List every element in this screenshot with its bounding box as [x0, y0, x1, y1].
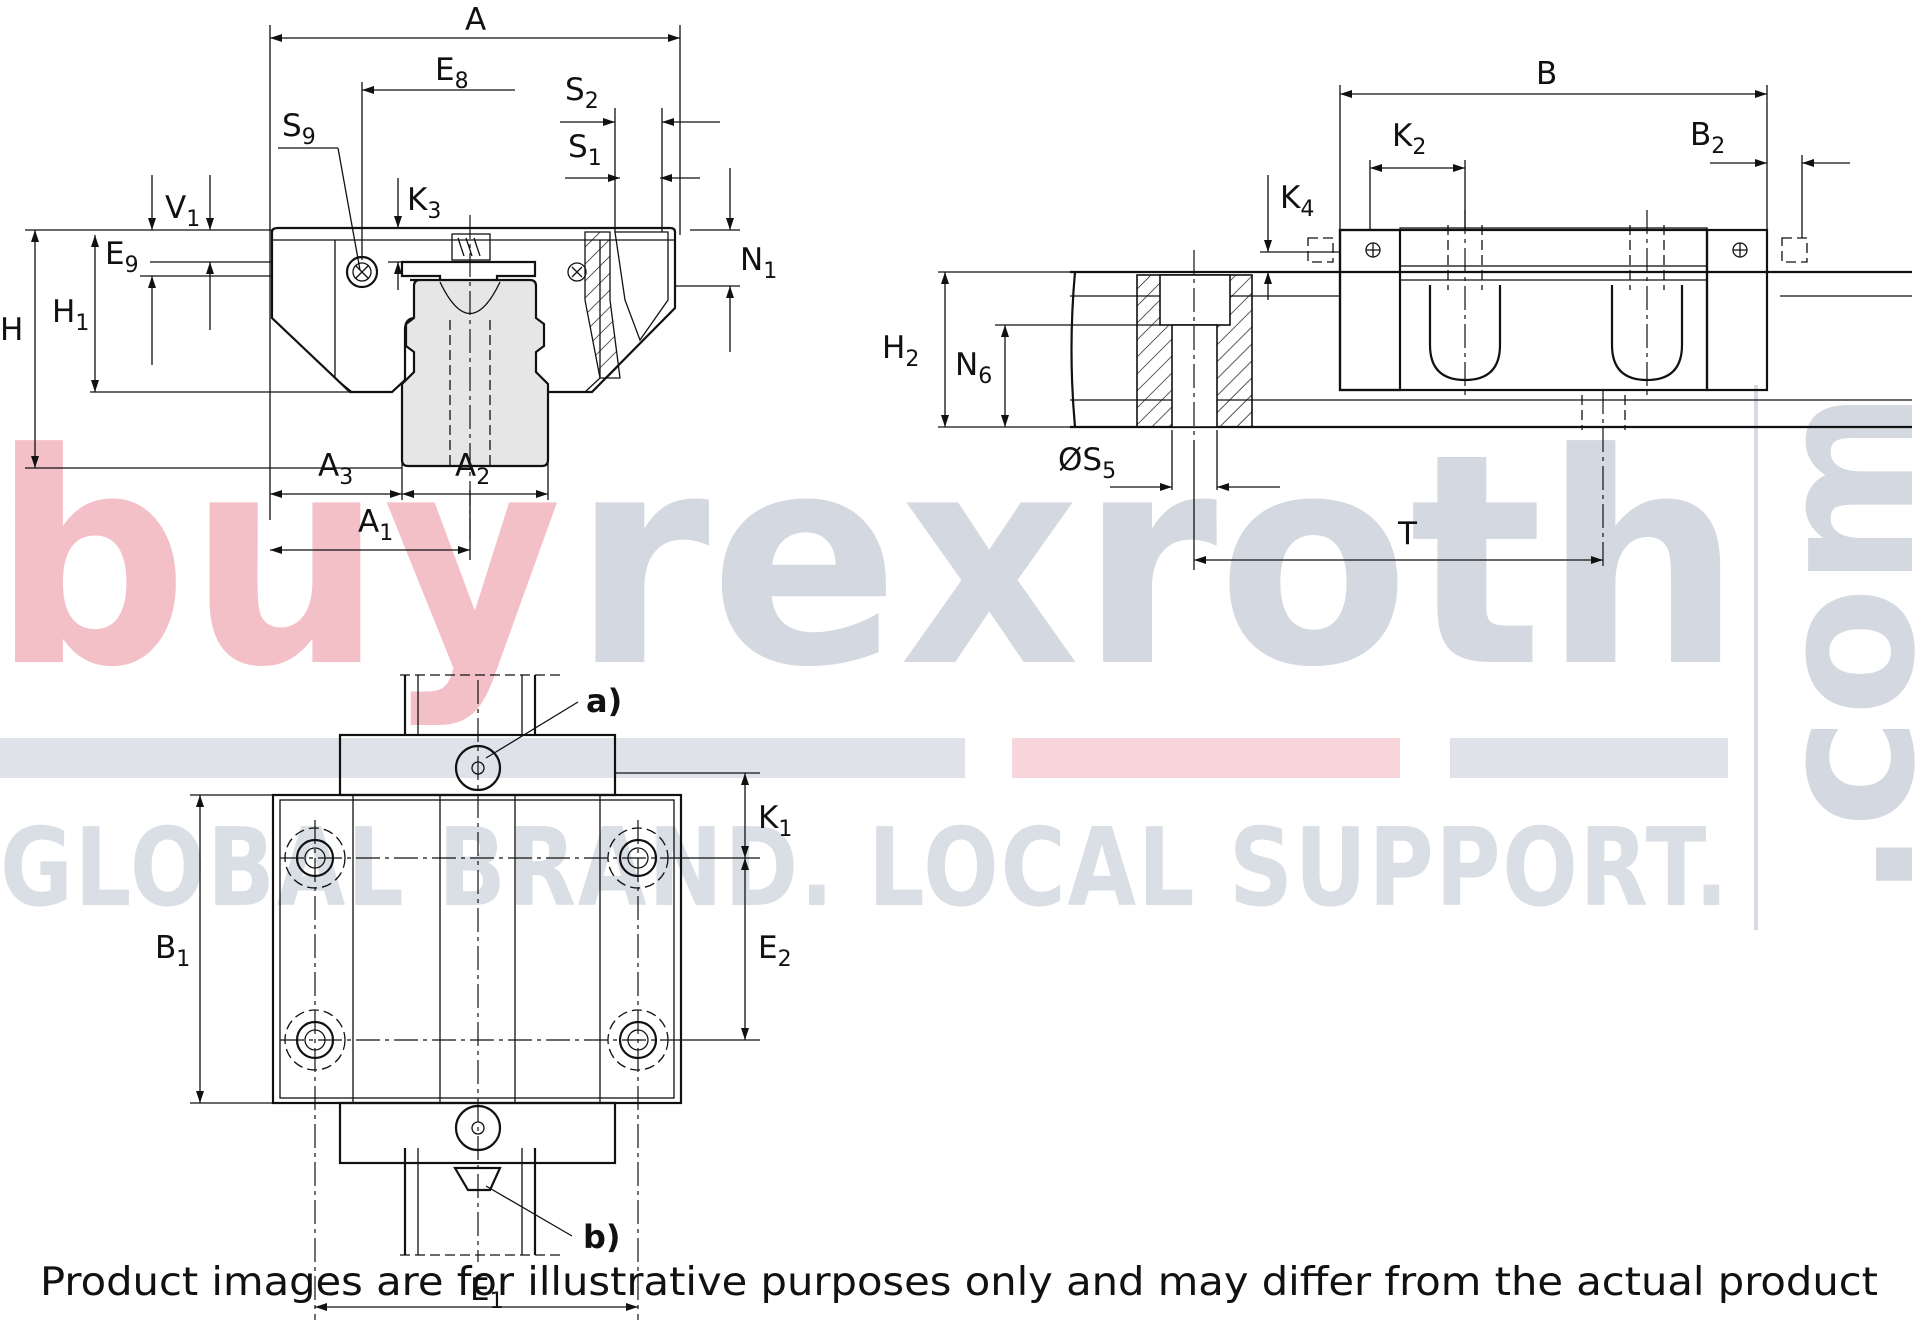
front-view: A E8 S2 S1 S9 K3 V1 E9 H H1: [0, 2, 777, 560]
dim-label-A3: A3: [318, 448, 353, 490]
dim-label-B2: B2: [1690, 117, 1725, 159]
dim-label-A2: A2: [455, 448, 490, 490]
dim-label-S5: ØS5: [1058, 442, 1116, 484]
dim-label-A1: A1: [358, 504, 393, 546]
dim-label-A: A: [465, 2, 486, 38]
dim-label-V1: V1: [165, 190, 200, 232]
dim-label-S2: S2: [565, 72, 599, 114]
watermark-brand-rexroth: rexroth: [572, 391, 1742, 731]
dim-label-K1: K1: [758, 800, 792, 842]
dim-label-E1: E1: [470, 1272, 504, 1314]
watermark-tld: .com: [1736, 390, 1918, 900]
dim-label-K4: K4: [1280, 180, 1314, 222]
dim-label-B: B: [1536, 56, 1557, 92]
callout-a: a): [586, 682, 622, 720]
rail-profile: [400, 278, 550, 468]
dim-label-N6: N6: [955, 347, 992, 389]
top-view: B1 K1 E2 E1 a) b): [155, 674, 792, 1320]
callout-b: b): [583, 1218, 621, 1256]
dim-label-E8: E8: [435, 52, 469, 94]
dim-label-K2: K2: [1392, 118, 1426, 160]
watermark-bar-middle: [1012, 738, 1400, 778]
side-view: B K2 B2 K4 H2 N6 ØS5 T: [882, 56, 1912, 570]
dim-label-B1: B1: [155, 930, 190, 972]
dim-label-H: H: [0, 312, 23, 348]
dim-label-H2: H2: [882, 330, 919, 372]
watermark-bar-right: [1450, 738, 1728, 778]
watermark: buy rexroth GLOBAL BRAND. LOCAL SUPPORT.…: [0, 385, 1918, 931]
dim-label-E9: E9: [105, 236, 139, 278]
disclaimer-text: Product images are for illustrative purp…: [40, 1260, 1878, 1305]
dim-label-S1: S1: [568, 129, 602, 171]
dim-label-T: T: [1397, 516, 1418, 552]
dim-label-H1: H1: [52, 294, 89, 336]
dim-label-N1: N1: [740, 242, 777, 284]
dim-label-S9: S9: [282, 108, 316, 150]
dim-label-K3: K3: [407, 182, 441, 224]
dim-label-E2: E2: [758, 930, 792, 972]
watermark-tagline: GLOBAL BRAND. LOCAL SUPPORT.: [0, 806, 1730, 931]
